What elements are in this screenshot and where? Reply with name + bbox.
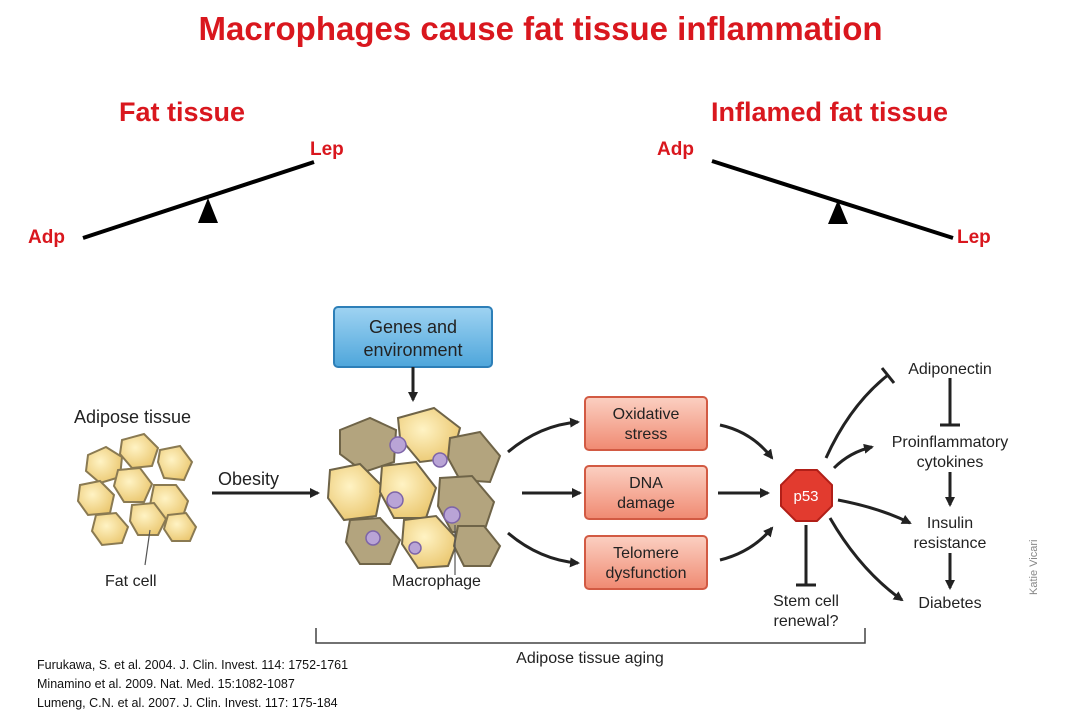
dna-damage-box (584, 465, 708, 520)
telomere-dysfunction-box (584, 535, 708, 590)
right-fulcrum-icon (828, 200, 848, 224)
oxidative-line-1: Oxidative (613, 406, 680, 423)
adipose-aging-label: Adipose tissue aging (516, 650, 664, 667)
arrow-to-telomere (507, 531, 580, 568)
p53-to-insulin-arrow (837, 498, 912, 525)
dna-line-1: DNA (629, 475, 663, 492)
fat-cell-label: Fat cell (105, 573, 157, 590)
telomere-to-p53-arrow (719, 526, 774, 562)
p53-inhibits-adiponectin (824, 373, 889, 459)
genes-line-2: environment (363, 340, 462, 360)
oxidative-to-p53-arrow (719, 423, 774, 460)
illustrator-credit: Katie Vicari (1028, 539, 1040, 595)
macrophage-label: Macrophage (392, 573, 481, 590)
obesity-label: Obesity (218, 469, 279, 489)
dna-line-2: damage (617, 495, 675, 512)
left-balance-beam (82, 160, 315, 240)
left-adp-label: Adp (28, 227, 65, 248)
stem-cell-line-1: Stem cell (773, 593, 839, 610)
p53-label: p53 (793, 488, 818, 505)
reference-2: Minamino et al. 2009. Nat. Med. 15:1082-… (37, 677, 295, 691)
left-lep-label: Lep (310, 139, 344, 160)
inflamed-fat-tissue-title: Inflamed fat tissue (711, 97, 949, 127)
adipose-aging-bracket (315, 628, 866, 644)
right-balance-beam (711, 159, 954, 240)
telomere-line-1: Telomere (613, 545, 679, 562)
proinflammatory-line-2: cytokines (917, 454, 984, 471)
oxidative-line-2: stress (625, 426, 668, 443)
stem-cell-line-2: renewal? (774, 613, 839, 630)
left-fulcrum-icon (198, 198, 218, 223)
proinflammatory-line-1: Proinflammatory (892, 434, 1008, 451)
arrow-to-oxidative (507, 417, 580, 454)
right-balance (711, 159, 954, 240)
adipose-tissue-label: Adipose tissue (74, 407, 191, 427)
fat-cell-pointer (144, 529, 151, 566)
adipose-tissue-icon (76, 432, 198, 547)
references: Furukawa, S. et al. 2004. J. Clin. Inves… (37, 656, 348, 713)
p53-stop-icon (780, 469, 833, 522)
genes-line-1: Genes and (369, 317, 457, 337)
reference-1: Furukawa, S. et al. 2004. J. Clin. Inves… (37, 658, 349, 672)
left-balance (82, 160, 315, 240)
insulin-line-1: Insulin (927, 515, 973, 532)
right-adp-label: Adp (657, 139, 694, 160)
reference-3: Lumeng, C.N. et al. 2007. J. Clin. Inves… (37, 696, 338, 710)
insulin-line-2: resistance (914, 535, 987, 552)
adiponectin-label: Adiponectin (908, 361, 992, 378)
p53-to-cytokines-arrow (832, 443, 874, 470)
fat-tissue-title: Fat tissue (119, 97, 246, 127)
diabetes-label: Diabetes (918, 595, 981, 612)
oxidative-stress-box (584, 396, 708, 451)
slide-title: Macrophages cause fat tissue inflammatio… (198, 10, 883, 47)
macrophage-icons (365, 436, 461, 555)
p53-to-diabetes-arrow (828, 517, 904, 602)
telomere-line-2: dysfunction (606, 565, 687, 582)
right-lep-label: Lep (957, 227, 991, 248)
